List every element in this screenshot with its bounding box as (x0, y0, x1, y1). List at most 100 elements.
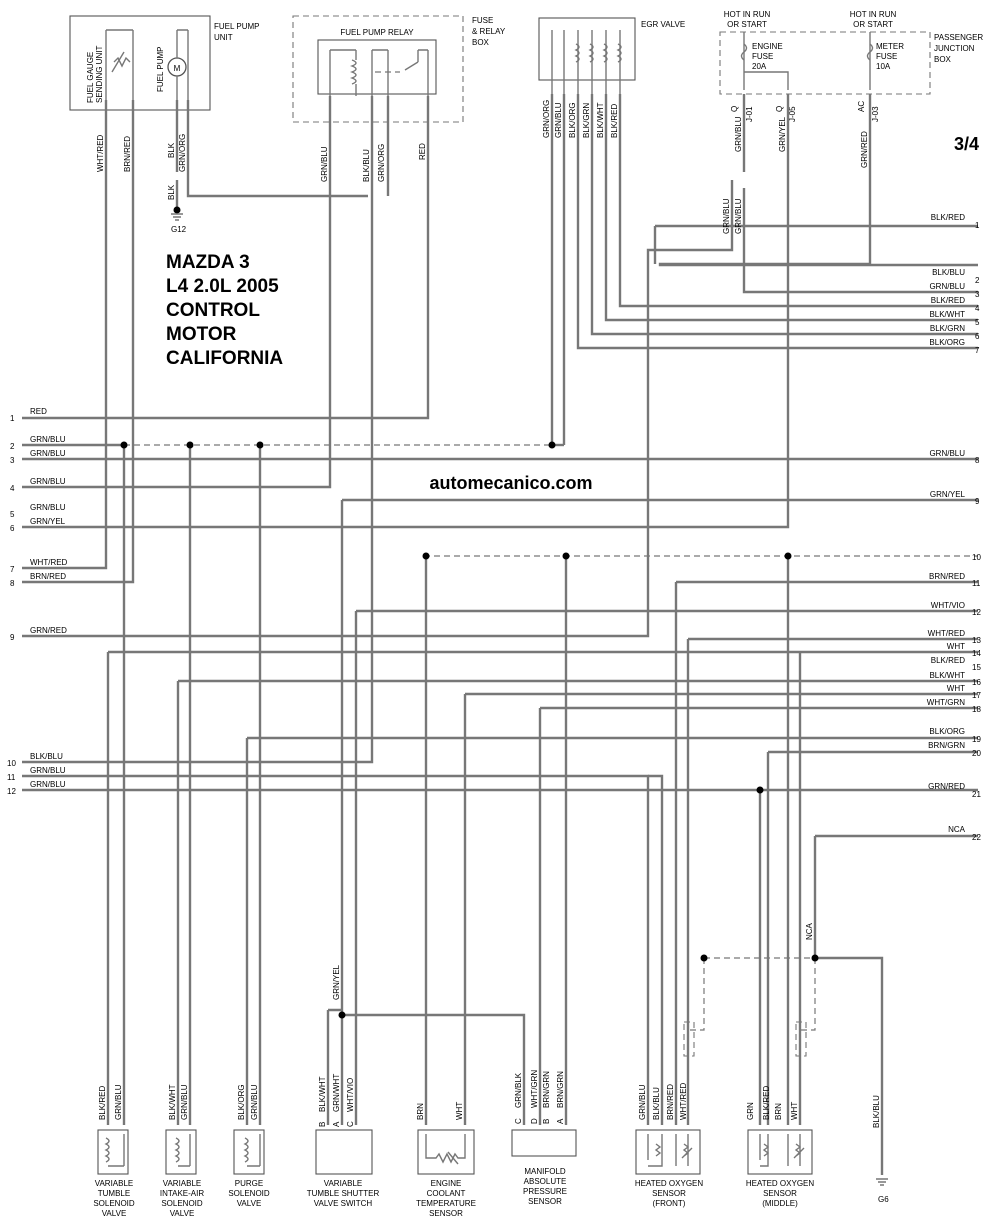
wire-label: 16 (972, 678, 981, 687)
wire-label: 21 (972, 790, 981, 799)
wire-label: BLK/RED (931, 296, 965, 305)
wire-label: BLK/RED (931, 656, 965, 665)
wire-label: & RELAY (472, 27, 506, 36)
wire-label: SENSOR (429, 1209, 463, 1218)
wire-label: BRN/GRN (556, 1071, 565, 1108)
wire-label: BRN/RED (666, 1084, 675, 1120)
wire-label: FUSE (472, 16, 493, 25)
fuel-pump-relay (317, 39, 437, 95)
wire-label: GRN/BLU (180, 1084, 189, 1120)
wire-label: BLK (167, 142, 176, 158)
wire-label: BRN/RED (929, 572, 965, 581)
wire-label: 1 (10, 414, 15, 423)
wire-label: MANIFOLD (524, 1167, 566, 1176)
wire-label: FUSE (876, 52, 897, 61)
title-line-2: L4 2.0L 2005 (166, 276, 279, 297)
wire-label: 9 (10, 633, 15, 642)
wire-label: BOX (934, 55, 952, 64)
wire-label: GRN/ORG (377, 144, 386, 182)
wire-label: GRN/BLU (734, 198, 743, 234)
wire-label: FUEL PUMP (214, 22, 260, 31)
wire-label: FUEL PUMP RELAY (340, 28, 414, 37)
wire-label: BLK/GRN (582, 103, 591, 138)
wire-label: 1 (975, 221, 980, 230)
wire-label: BLK/BLU (362, 149, 371, 182)
wire-label: 12 (7, 787, 16, 796)
wire-label: GRN/BLK (514, 1072, 523, 1108)
wire-label: PASSENGER (934, 33, 983, 42)
junction-fuse-wiring (743, 32, 871, 90)
title-line-1: MAZDA 3 (166, 252, 250, 273)
wire-label: WHT/RED (30, 558, 68, 567)
wire-label: WHT/RED (96, 134, 105, 172)
wire-label: 2 (10, 442, 15, 451)
wire-label: BLK/RED (931, 213, 965, 222)
wire-label: 20A (752, 62, 767, 71)
wire-label: WHT (790, 1102, 799, 1120)
fuel-pump-unit-box (69, 15, 211, 111)
wire-label: JUNCTION (934, 44, 975, 53)
wire-label: VARIABLE (163, 1179, 202, 1188)
wire-label: B (318, 1122, 327, 1127)
wire-label: SENSOR (652, 1189, 686, 1198)
wire-label: 12 (972, 608, 981, 617)
wire-label: ABSOLUTE (524, 1177, 567, 1186)
wire-label: BRN/GRN (928, 741, 965, 750)
wire-label: WHT/GRN (927, 698, 965, 707)
wire-label: 10 (972, 553, 981, 562)
wire-label: WHT/VIO (346, 1078, 355, 1112)
wire-label: WHT/RED (928, 629, 966, 638)
wire-label: 9 (975, 497, 980, 506)
title-line-5: CALIFORNIA (166, 348, 283, 369)
wire-label: HEATED OXYGEN (635, 1179, 704, 1188)
wire-label: HOT IN RUN (724, 10, 771, 19)
title-line-4: MOTOR (166, 324, 237, 345)
wire-label: NCA (948, 825, 966, 834)
wire-label: (FRONT) (653, 1199, 686, 1208)
wire-label: FUEL GAUGE (86, 52, 95, 103)
wire-label: BRN/RED (123, 136, 132, 172)
wire-label: BLK/BLU (872, 1095, 881, 1128)
wire-label: GRN/RED (860, 131, 869, 168)
wire-label: GRN/BLU (554, 102, 563, 138)
wire-label: TUMBLE (98, 1189, 130, 1198)
wire-label: G12 (171, 225, 187, 234)
wire-label: GRN/RED (30, 626, 67, 635)
wire-label: BLK/WHT (596, 102, 605, 138)
wire-label: GRN/BLU (30, 780, 66, 789)
wire-label: BLK/WHT (318, 1076, 327, 1112)
wire-label: BLK/WHT (929, 310, 965, 319)
wire-label: VALVE (237, 1199, 262, 1208)
wire-label: TUMBLE SHUTTER (307, 1189, 380, 1198)
wire-label: 14 (972, 649, 981, 658)
wire-label: METER (876, 42, 904, 51)
sending-unit-resistor-icon (113, 56, 131, 68)
wire-label: PURGE (235, 1179, 263, 1188)
wire-label: 10A (876, 62, 891, 71)
wire-label: BLK/ORG (237, 1084, 246, 1120)
wire-label: 3 (975, 290, 980, 299)
wire-label: GRN/BLU (30, 449, 66, 458)
wire-label: PRESSURE (523, 1187, 567, 1196)
wire-label: J-01 (745, 106, 754, 122)
wire-label: 20 (972, 749, 981, 758)
wire-label: HEATED OXYGEN (746, 1179, 815, 1188)
ground-g12-icon (171, 213, 183, 221)
bottom-components: BLK/RED GRN/BLU VARIABLE TUMBLE SOLENOID… (93, 1070, 814, 1218)
wire-label: 5 (10, 510, 15, 519)
wire-label: D (530, 1118, 539, 1124)
wire-label: GRN/BLU (734, 116, 743, 152)
wire-label: 11 (972, 579, 981, 588)
egr-internal-wiring (551, 30, 621, 94)
intake-air-solenoid-box (165, 1129, 197, 1175)
wire-label: BLK/BLU (652, 1087, 661, 1120)
junction-bus (744, 71, 789, 90)
wire-label: GRN/BLU (30, 435, 66, 444)
fuse-relay-box (292, 15, 464, 123)
wire-network (22, 94, 978, 1175)
wire-label: AC (857, 101, 866, 112)
wire-label: 13 (972, 636, 981, 645)
wire-label: G6 (878, 1195, 889, 1204)
wire-label: BLK/GRN (930, 324, 965, 333)
